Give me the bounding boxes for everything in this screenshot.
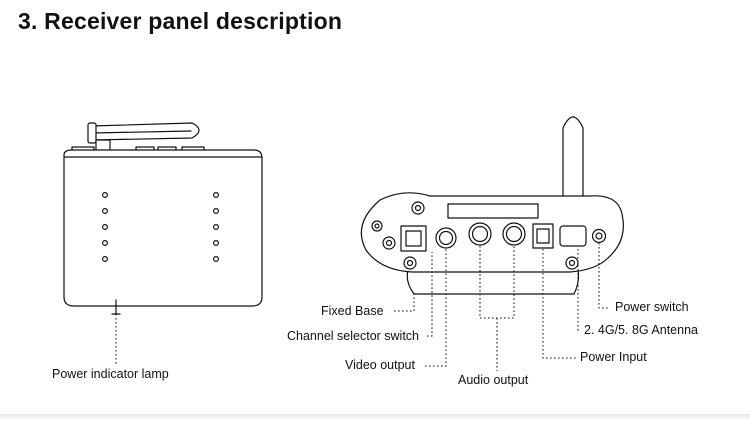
vent-holes-left xyxy=(101,192,108,263)
page-title: 3. Receiver panel description xyxy=(18,8,343,34)
front-panel xyxy=(360,192,624,273)
fixed-base-label: Fixed Base xyxy=(321,304,384,318)
receiver-top-view xyxy=(63,122,263,316)
vent-holes-right xyxy=(213,192,220,263)
audio-output-label: Audio output xyxy=(458,373,529,387)
panel-label-strip xyxy=(447,203,539,219)
bottom-divider xyxy=(0,414,750,420)
power-input-port xyxy=(532,223,554,249)
power-indicator-label: Power indicator lamp xyxy=(52,367,169,381)
power-indicator-lamp xyxy=(111,299,121,316)
leader-lines xyxy=(115,243,610,371)
antenna-label: 2. 4G/5. 8G Antenna xyxy=(584,323,698,337)
channel-selector-label: Channel selector switch xyxy=(287,329,420,343)
receiver-front-view xyxy=(360,116,624,295)
power-switch-knob xyxy=(591,228,607,244)
fixed-base xyxy=(406,269,580,295)
screw-holes xyxy=(371,201,579,270)
video-output-label: Video output xyxy=(345,358,415,372)
power-switch-label: Power switch xyxy=(615,300,689,314)
power-input-label: Power Input xyxy=(580,350,647,364)
